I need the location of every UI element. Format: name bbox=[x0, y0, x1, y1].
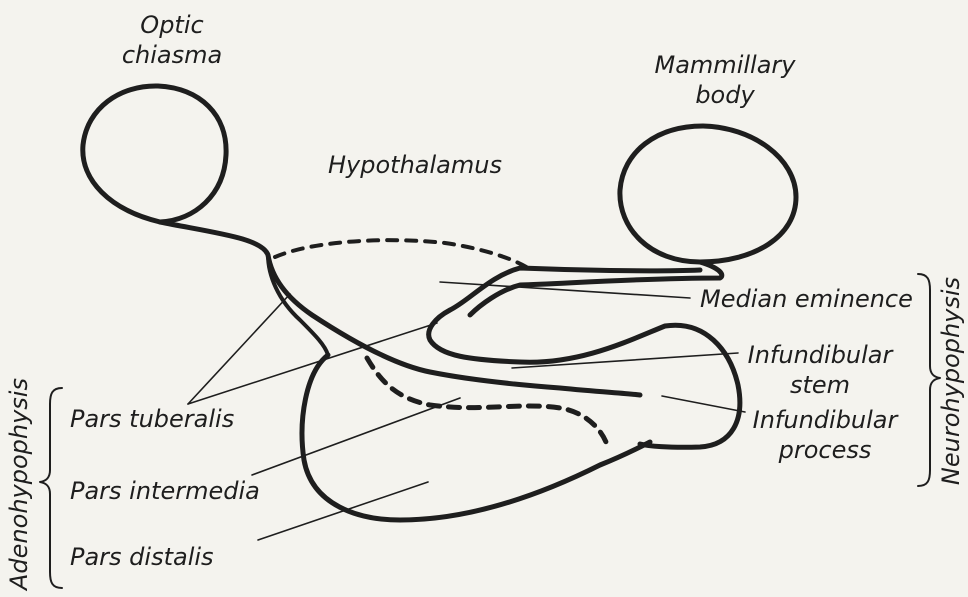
label-mammillary-body: Mammillary body bbox=[640, 50, 810, 110]
label-mammillary-2: body bbox=[695, 81, 754, 109]
label-median-eminence: Median eminence bbox=[700, 284, 913, 314]
hypothalamic-floor-line bbox=[160, 222, 640, 395]
leader-pars-intermedia bbox=[252, 398, 460, 475]
label-infundibular-stem: Infundibular stem bbox=[740, 340, 900, 400]
label-optic-chiasma-2: chiasma bbox=[122, 41, 222, 69]
label-process-1: Infundibular bbox=[753, 406, 898, 434]
pars-intermedia-dashed-line bbox=[367, 358, 606, 442]
label-process-2: process bbox=[779, 436, 872, 464]
label-mammillary-1: Mammillary bbox=[655, 51, 796, 79]
optic-chiasma-outline bbox=[83, 86, 226, 222]
label-stem-2: stem bbox=[790, 371, 850, 399]
mammillary-body-outline bbox=[620, 126, 796, 262]
median-eminence-contour bbox=[429, 268, 740, 447]
hypothalamus-boundary-dashed bbox=[275, 240, 528, 268]
label-neurohypophysis: Neurohypophysis bbox=[937, 277, 965, 485]
leader-pars-distalis bbox=[258, 482, 428, 540]
label-pars-tuberalis: Pars tuberalis bbox=[70, 404, 234, 434]
label-hypothalamus: Hypothalamus bbox=[328, 150, 502, 180]
label-stem-1: Infundibular bbox=[748, 341, 893, 369]
adenohypophysis-bracket bbox=[40, 388, 62, 588]
label-infundibular-process: Infundibular process bbox=[745, 405, 905, 465]
label-adenohypophysis: Adenohypophysis bbox=[5, 378, 33, 590]
leader-infundibular-process bbox=[662, 396, 745, 412]
label-pars-distalis: Pars distalis bbox=[70, 542, 214, 572]
label-optic-chiasma-1: Optic bbox=[140, 11, 203, 39]
label-pars-intermedia: Pars intermedia bbox=[70, 476, 260, 506]
